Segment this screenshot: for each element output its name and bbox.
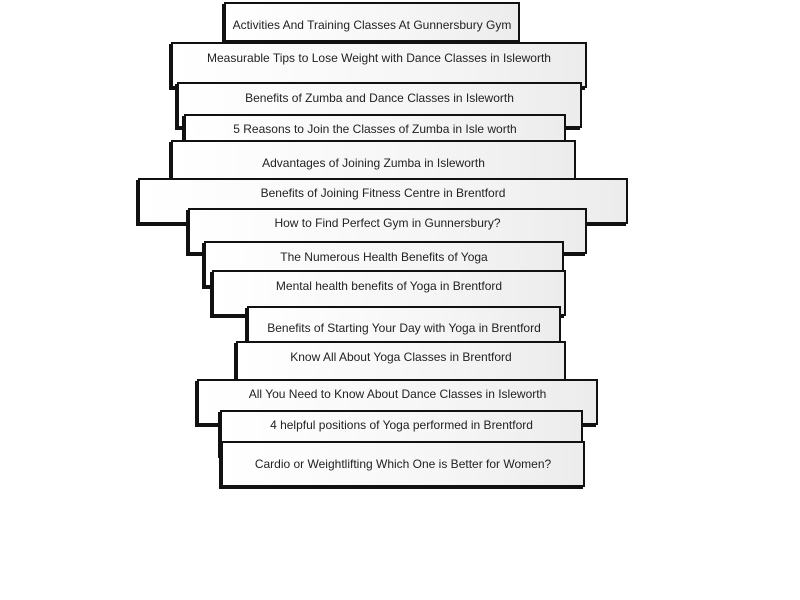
card-label: Cardio or Weightlifting Which One is Bet… [254, 457, 552, 471]
card-label: Benefits of Joining Fitness Centre in Br… [260, 186, 506, 200]
card-label: All You Need to Know About Dance Classes… [248, 387, 547, 401]
card-label: Benefits of Zumba and Dance Classes in I… [245, 91, 514, 105]
card-label: Know All About Yoga Classes in Brentford [290, 350, 512, 364]
card-label: Mental health benefits of Yoga in Brentf… [275, 279, 503, 293]
card-lose-weight-dance[interactable]: Measurable Tips to Lose Weight with Danc… [171, 42, 587, 88]
card-label: Measurable Tips to Lose Weight with Danc… [207, 51, 551, 65]
card-yoga-classes-brentford[interactable]: Know All About Yoga Classes in Brentford [236, 341, 566, 381]
card-label: 4 helpful positions of Yoga performed in… [270, 418, 533, 432]
card-start-day-yoga[interactable]: Benefits of Starting Your Day with Yoga … [247, 306, 561, 346]
card-gunnersbury-gym-classes[interactable]: Activities And Training Classes At Gunne… [224, 2, 520, 42]
card-label: How to Find Perfect Gym in Gunnersbury? [274, 216, 501, 230]
card-label: The Numerous Health Benefits of Yoga [280, 250, 488, 264]
card-advantages-zumba[interactable]: Advantages of Joining Zumba in Isleworth [171, 140, 576, 180]
card-label: Benefits of Starting Your Day with Yoga … [267, 321, 541, 335]
card-label: Activities And Training Classes At Gunne… [232, 18, 512, 32]
card-cardio-vs-weightlifting[interactable]: Cardio or Weightlifting Which One is Bet… [221, 441, 585, 487]
card-label: 5 Reasons to Join the Classes of Zumba i… [233, 122, 517, 136]
card-label: Advantages of Joining Zumba in Isleworth [262, 156, 485, 170]
